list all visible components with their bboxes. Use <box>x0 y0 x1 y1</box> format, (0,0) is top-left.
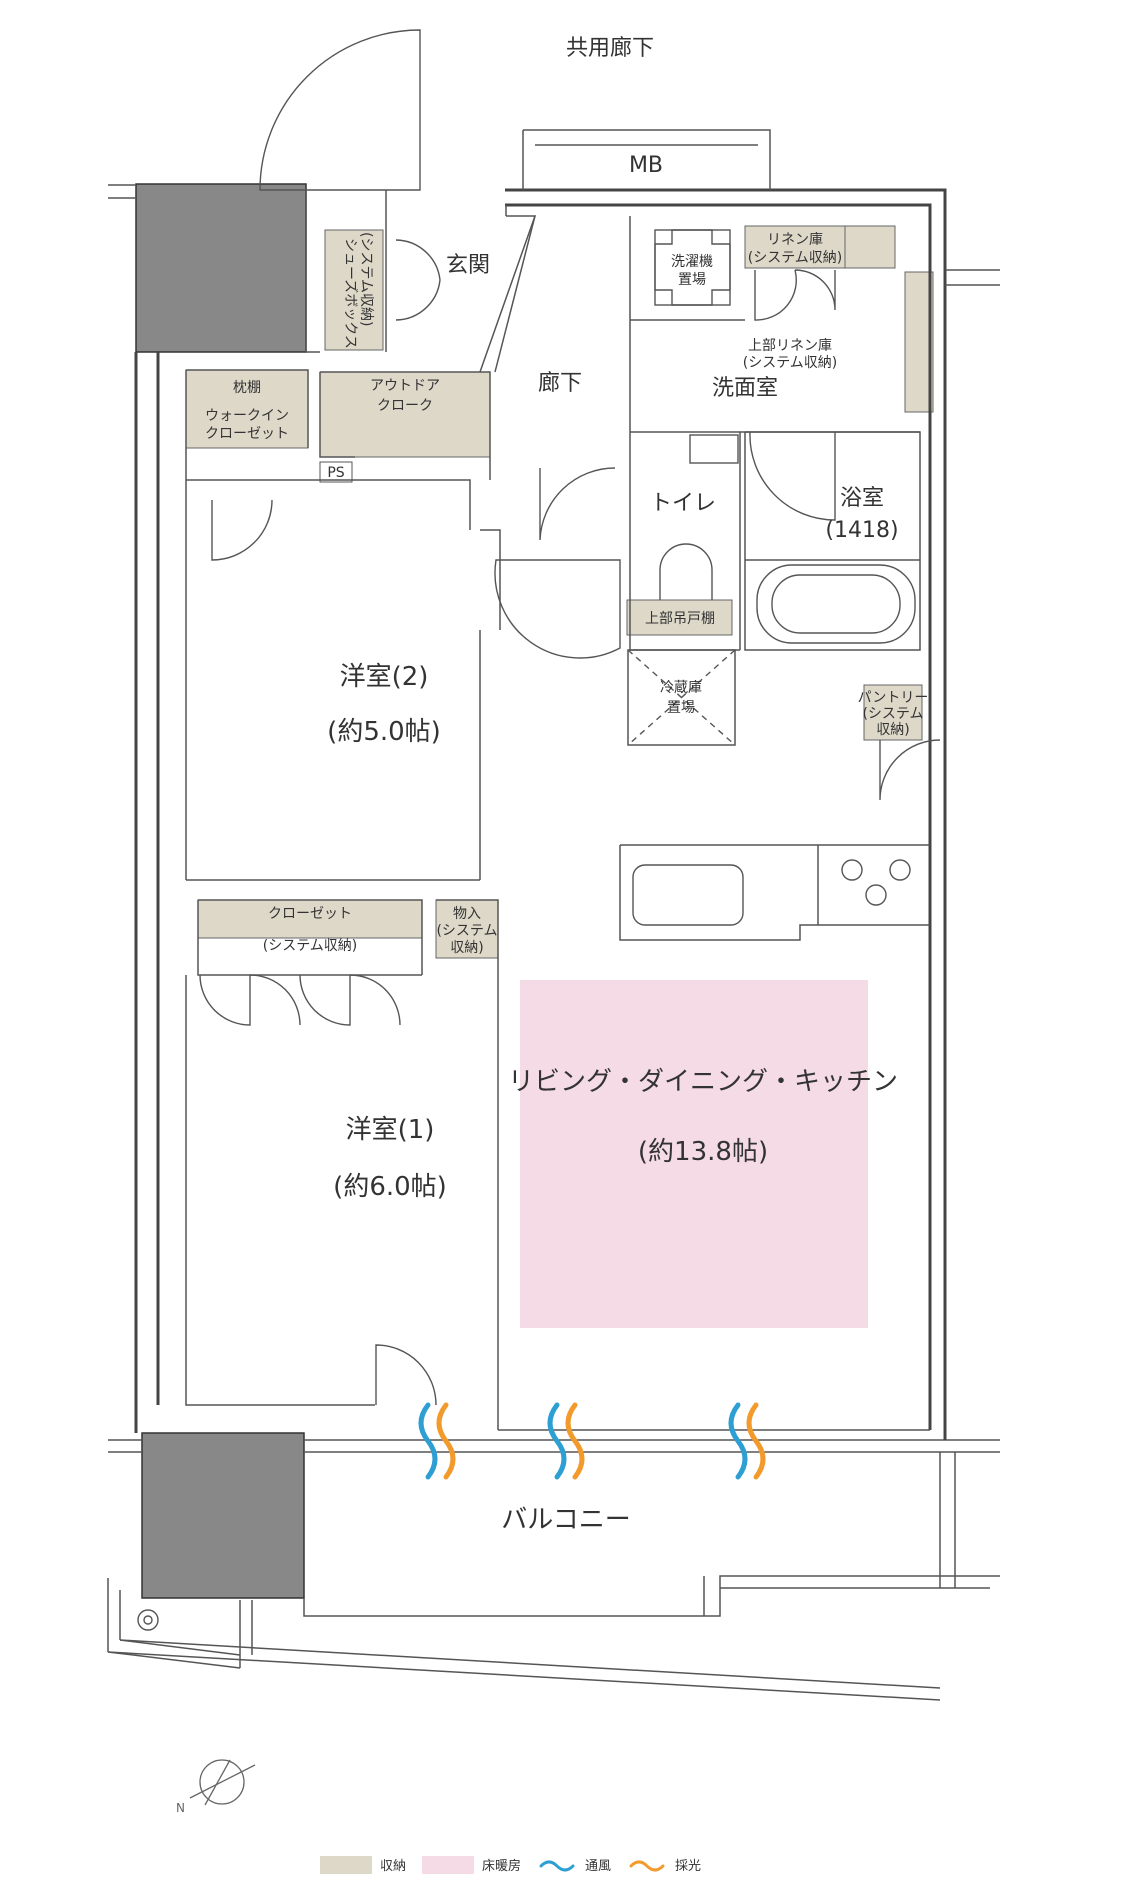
label-shoebox-2: (システム収納) <box>358 232 374 327</box>
label-room1-name: 洋室(1) <box>346 1115 435 1145</box>
label-outdoor-2: クローク <box>377 398 433 414</box>
label-washer-1: 洗濯機 <box>671 254 713 270</box>
legend-heating-swatch <box>422 1855 475 1874</box>
burner-1 <box>841 859 863 881</box>
bathtub <box>756 564 916 644</box>
shoebox-fill <box>324 229 384 351</box>
legend-sunlight-label: 採光 <box>675 1859 702 1874</box>
toilet-door <box>494 559 621 659</box>
walls <box>107 129 1000 1701</box>
label-pantry-1: パントリー <box>858 690 929 706</box>
label-storage-3: 収納) <box>450 940 483 956</box>
ldk-heating-fill <box>520 980 868 1328</box>
legend-storage-label: 収納 <box>380 1859 407 1874</box>
sunlight-icon <box>629 1860 665 1871</box>
label-upper-linen-1: 上部リネン庫 <box>748 337 832 354</box>
legend-heating-label: 床暖房 <box>482 1859 522 1874</box>
closet-doors <box>199 974 401 1026</box>
label-ldk-size: (約13.8帖) <box>638 1137 768 1167</box>
outdoor-closet-fill <box>319 371 491 458</box>
upper-linen-fill <box>904 271 934 413</box>
compass-icon: N <box>176 1759 256 1815</box>
label-walkin-1: ウォークイン <box>205 408 289 424</box>
legend-floor-heating: 床暖房 <box>422 1855 521 1874</box>
shoebox-doors <box>395 239 441 321</box>
label-bath: 浴室 <box>840 486 884 511</box>
doors <box>199 29 941 1406</box>
label-balcony: バルコニー <box>501 1505 630 1535</box>
room1-door <box>375 1344 437 1406</box>
label-entrance: 玄関 <box>446 253 490 278</box>
linen-doors <box>754 269 836 321</box>
label-washroom: 洗面室 <box>712 376 778 401</box>
label-pillow-shelf: 枕棚 <box>233 380 261 396</box>
toilet-tank <box>689 434 739 464</box>
hall-door <box>539 467 616 541</box>
label-common-corridor: 共用廊下 <box>566 36 654 61</box>
label-storage-1: 物入 <box>453 906 481 922</box>
label-upper-linen-2: (システム収納) <box>743 355 838 371</box>
label-bath-size: (1418) <box>825 518 898 543</box>
drain <box>137 1609 159 1631</box>
sink <box>632 864 744 926</box>
label-ldk-name: リビング・ダイニング・キッチン <box>508 1067 898 1097</box>
svg-text:N: N <box>176 1801 185 1815</box>
upper-shelf-fill <box>626 599 733 636</box>
label-hallway: 廊下 <box>538 371 582 396</box>
label-walkin-2: クローゼット <box>205 426 289 442</box>
legend-storage: 収納 <box>320 1855 406 1874</box>
label-storage-2: (システム <box>436 923 497 939</box>
label-pantry-3: 収納) <box>876 722 909 738</box>
label-fridge-2: 置場 <box>667 700 695 716</box>
bath-door <box>749 431 836 521</box>
label-washer-2: 置場 <box>678 272 706 288</box>
entrance-door <box>259 29 421 191</box>
label-pantry-2: (システム <box>862 706 923 722</box>
label-mb: MB <box>629 153 663 178</box>
label-linen-2: (システム収納) <box>748 250 843 266</box>
label-closet-1: クローゼット <box>268 906 352 922</box>
storage-fill <box>435 899 499 959</box>
legend-ventilation: 通風 <box>537 1855 611 1874</box>
label-ps: PS <box>327 465 344 481</box>
label-room1-size: (約6.0帖) <box>333 1172 447 1202</box>
pantry-door <box>879 739 941 801</box>
legend-sunlight: 採光 <box>627 1855 701 1874</box>
label-shoebox-1: シューズボックス <box>342 238 358 349</box>
toilet-bowl <box>659 543 713 600</box>
room-labels: 共用廊下 MB 玄関 シューズボックス (システム収納) アウトドア クローク … <box>205 36 928 1535</box>
label-room2-size: (約5.0帖) <box>327 717 441 747</box>
pantry-fill <box>863 684 923 741</box>
label-linen-1: リネン庫 <box>767 231 823 248</box>
burner-2 <box>889 859 911 881</box>
pillar-top <box>135 183 307 353</box>
burner-3 <box>865 884 887 906</box>
room2-door <box>211 499 273 561</box>
pillar-bottom <box>141 1432 305 1599</box>
legend-ventilation-label: 通風 <box>585 1859 612 1874</box>
label-closet-2: (システム収納) <box>263 938 358 954</box>
legend-storage-swatch <box>320 1855 372 1874</box>
linen-fill-2 <box>844 225 896 269</box>
airflow-markers <box>418 1402 766 1480</box>
label-toilet: トイレ <box>650 491 716 516</box>
ventilation-icon <box>539 1860 575 1871</box>
label-fridge-1: 冷蔵庫 <box>660 679 702 696</box>
label-room2-name: 洋室(2) <box>340 662 429 692</box>
label-outdoor-1: アウトドア <box>370 378 440 394</box>
storage-fills <box>185 225 934 1328</box>
fixtures <box>137 229 916 1631</box>
legend: 収納 床暖房 通風 採光 <box>320 1855 701 1874</box>
label-upper-shelf: 上部吊戸棚 <box>645 611 715 627</box>
